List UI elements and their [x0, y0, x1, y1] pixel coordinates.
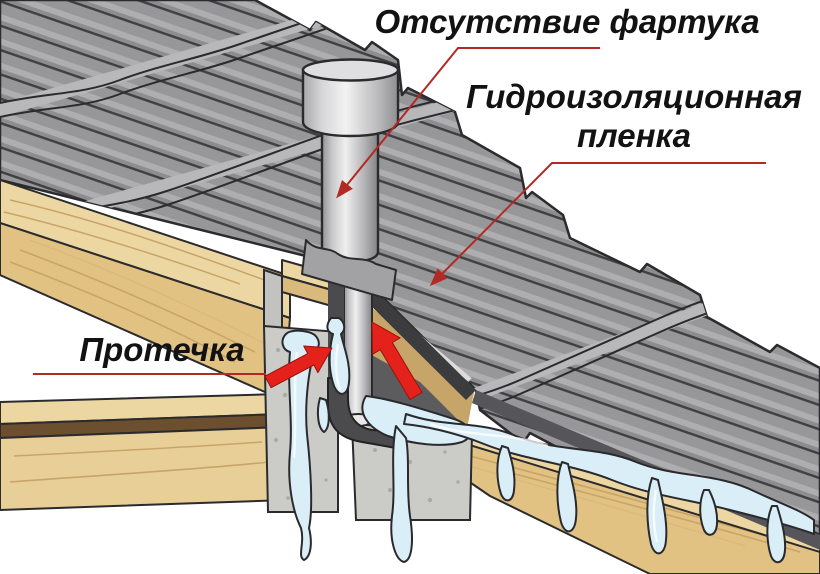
cut-wall-face	[263, 268, 283, 334]
label-leak: Протечка	[79, 331, 244, 368]
water-drop-5	[766, 505, 787, 564]
label-membrane-line2: пленка	[577, 117, 691, 154]
vent-pipe-body	[320, 124, 380, 264]
tile-cut-underside	[345, 270, 476, 400]
water-drop-2	[556, 461, 578, 533]
thick-arrow-leak	[264, 345, 333, 389]
water-drop-side	[316, 397, 330, 433]
water-leak	[281, 317, 815, 564]
leader-membrane	[429, 162, 766, 287]
water-drop-1	[496, 445, 516, 502]
vent-pipe-cap-top	[301, 58, 400, 82]
label-missing-apron: Отсутствие фартука	[374, 3, 759, 40]
water-drop-3	[646, 477, 668, 555]
label-membrane-line1: Гидроизоляционная	[466, 78, 802, 115]
callout-labels: Отсутствие фартука Гидроизоляционная пле…	[79, 3, 802, 368]
water-drop-4	[699, 489, 719, 536]
ceiling-beams	[0, 393, 287, 511]
water-stream-left	[281, 329, 320, 561]
leader-missing-apron	[336, 47, 600, 199]
water-stream-center	[390, 425, 413, 563]
tile-flange-over-pipe	[301, 239, 397, 301]
callout-leaders	[33, 47, 766, 375]
thick-arrow-membrane	[371, 321, 423, 401]
thick-arrows	[264, 321, 423, 401]
water-drop-at-pipe	[326, 317, 351, 395]
